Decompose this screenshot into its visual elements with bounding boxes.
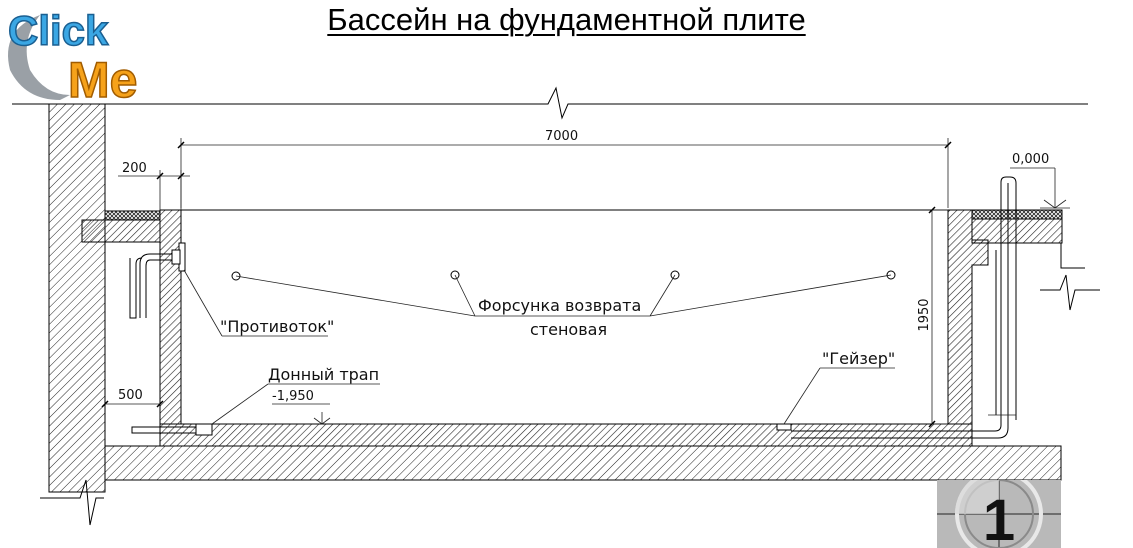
pool-left-wall — [159, 209, 182, 425]
right-deck-slab — [971, 218, 1063, 244]
nozzle-label-line2: стеновая — [530, 320, 607, 339]
right-deck-tiles — [971, 209, 1063, 220]
depth-text: 1950 — [917, 298, 932, 331]
counterflow-label: "Противоток" — [220, 317, 334, 336]
edge-offset-text: 500 — [118, 388, 143, 403]
bottom-drain: Донный трап -1,950 — [131, 365, 380, 436]
wall-thickness-dimension: 200 — [118, 161, 190, 210]
left-deck-tiles — [104, 210, 161, 221]
length-dimension: 7000 — [177, 129, 952, 208]
geyser-unit: "Гейзер" — [776, 176, 1017, 439]
edge-offset-dimension: 500 — [101, 388, 164, 408]
logo-swoosh-icon — [8, 15, 70, 100]
page-title: Бассейн на фундаментной плите — [327, 2, 806, 37]
zero-level-text: 0,000 — [1012, 152, 1049, 167]
length-dimension-text: 7000 — [545, 129, 578, 144]
ground-line — [12, 86, 1088, 120]
film-badge-number: 1 — [983, 488, 1015, 548]
logo-me-text: Me — [68, 52, 137, 105]
bottom-level-text: -1,950 — [272, 389, 314, 404]
click-me-logo[interactable]: Click Me — [0, 0, 165, 105]
logo-click-text: Click — [8, 7, 109, 54]
counterflow-unit: "Противоток" — [129, 242, 334, 337]
left-foundation-wall — [40, 103, 106, 526]
bottom-drain-label: Донный трап — [268, 365, 379, 384]
foundation-slab — [104, 445, 1062, 481]
depth-dimension: 1950 — [917, 206, 948, 428]
wall-nozzles: Форсунка возврата стеновая — [231, 270, 896, 339]
pool-bottom-slab — [159, 423, 973, 447]
film-countdown-badge[interactable]: 1 — [937, 480, 1061, 548]
geyser-label: "Гейзер" — [822, 349, 895, 368]
left-deck-slab — [81, 219, 161, 243]
wall-thickness-text: 200 — [122, 161, 147, 176]
nozzle-label-line1: Форсунка возврата — [478, 296, 641, 315]
zero-level-mark: 0,000 — [1010, 152, 1070, 209]
